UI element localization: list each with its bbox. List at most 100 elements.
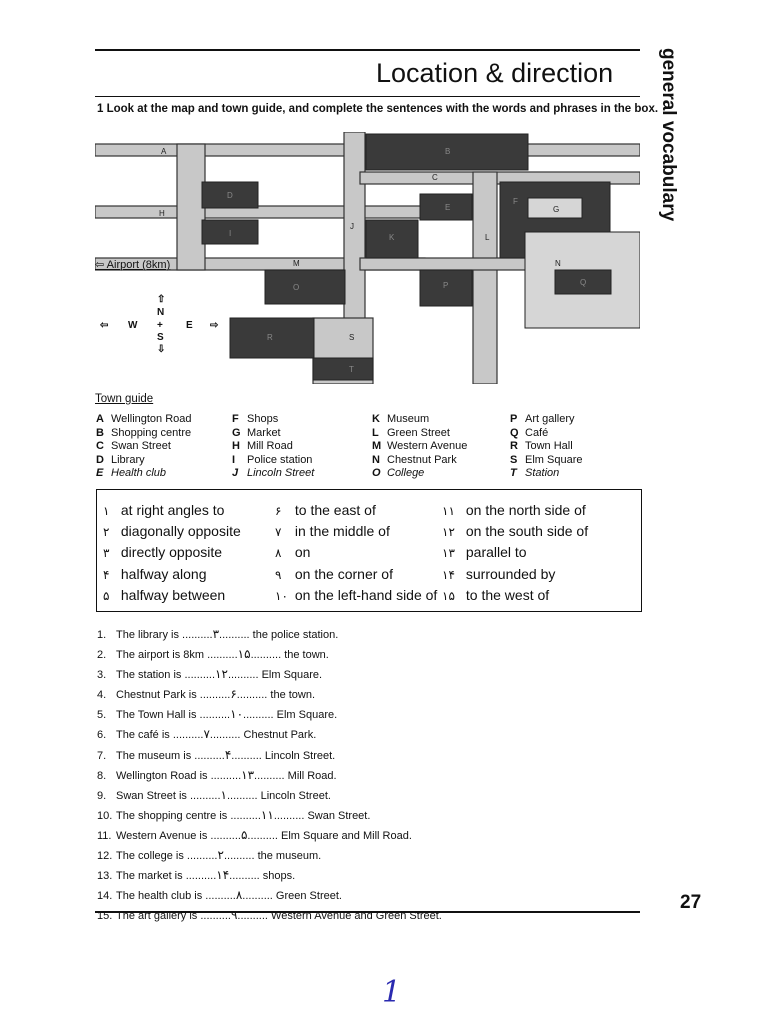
sentence-answer[interactable]: ١۴ [216,868,230,883]
sentence-answer[interactable]: ١ [220,787,227,802]
word-box-column: ١١ on the north side of ١٢ on the south s… [442,500,588,606]
compass-south: S [157,332,164,343]
map-label-f: F [513,197,518,206]
handwritten-number: ٨ [275,546,282,561]
town-guide-name: Museum [387,413,430,425]
town-guide-entry: C Swan Street [96,440,192,454]
airport-label: ⇦ Airport (8km) [95,259,171,271]
phrase-text: to the west of [465,586,550,603]
town-guide-letter: Q [510,426,519,439]
word-box-phrase: ٣ directly opposite [103,542,241,563]
town-guide-letter: K [372,413,380,425]
map-label-t: T [349,365,354,374]
map-label-a: A [161,147,167,156]
compass-north: N [157,307,165,318]
sentence-answer[interactable]: ٩ [230,908,238,923]
town-guide-letter: F [232,413,239,425]
sentence-item: 14.The health club is ..........٨.......… [97,886,442,906]
compass: ⇧ N ⇦ W + E ⇨ S ⇩ [100,294,225,356]
town-guide-letter: N [372,453,380,466]
sentence-answer[interactable]: ٢ [217,848,224,863]
sentence-answer[interactable]: ۵ [240,827,248,842]
handwritten-number: 1 [382,975,402,1010]
sentence-answer[interactable]: ٨ [235,888,243,903]
word-box-phrase: ٢ diagonally opposite [103,521,241,542]
word-box-phrase: ١٣ parallel to [442,542,588,563]
sentence-before: The airport is 8km [116,649,205,662]
sentence-answer[interactable]: ۶ [230,687,237,702]
sentence-after: Lincoln Street. [264,749,336,762]
town-guide-name: Station [525,467,560,479]
sentence-number: 11. [97,829,112,842]
sentence-answer[interactable]: ١١ [260,807,274,822]
town-guide-name: Swan Street [111,440,171,452]
town-guide-letter: I [232,453,236,466]
sentence-number: 2. [97,649,107,662]
map-label-i: I [229,229,231,238]
sentence-before: The market is [116,870,183,883]
map-label-p: P [443,281,448,290]
phrase-text: on [294,544,311,561]
sentence-item: 9.Swan Street is ..........١.......... L… [97,786,442,806]
sentence-answer[interactable]: ۴ [224,747,232,762]
map-label-n: N [555,259,561,268]
map-label-o: O [293,283,299,292]
exercise-instruction: 1 Look at the map and town guide, and co… [97,103,659,115]
arrow-right-icon: ⇨ [210,320,219,331]
sentence-after: Elm Square. [276,709,338,722]
sentence-before: The museum is [116,749,192,762]
map-label-r: R [267,333,273,342]
sentence-number: 12. [97,850,113,863]
town-guide-name: College [387,467,425,479]
town-guide-name: Police station [247,453,313,466]
town-guide-letter: P [510,413,518,425]
handwritten-number: ١ [103,504,110,518]
town-guide-name: Lincoln Street [247,467,315,479]
word-box-phrase: ٨ on [275,542,437,563]
town-guide-letter: C [96,440,104,452]
sentence-item: 13.The market is ..........١۴.......... … [97,866,442,886]
town-guide-letter: E [96,467,104,479]
town-guide-name: Western Avenue [387,440,468,452]
map-label-l: L [485,233,490,242]
building-college [264,269,346,305]
sentence-item: 7.The museum is ..........۴.......... Li… [97,746,442,766]
phrase-text: in the middle of [294,523,390,540]
town-guide-name: Green Street [387,426,450,439]
sentence-answer[interactable]: ١٢ [215,667,228,682]
map-label-q: Q [580,278,586,287]
sentence-number: 9. [97,789,107,802]
town-guide-letter: A [96,413,104,425]
phrase-text: to the east of [294,502,376,518]
town-guide-entry: S Elm Square [510,454,582,468]
sentence-after: Elm Square and Mill Road. [281,829,412,842]
sentence-after: Western Avenue and Green Street. [271,910,442,923]
compass-centre: + [157,320,163,331]
town-guide-name: Art gallery [525,413,575,425]
top-rule [95,49,640,51]
sentence-answer[interactable]: ٣ [212,627,220,641]
sentence-answer[interactable]: ١٣ [241,767,255,782]
phrase-text: on the south side of [465,523,589,540]
town-guide-name: Shopping centre [111,426,192,439]
town-guide-name: Elm Square [525,453,583,466]
word-box-phrase: ١١ on the north side of [442,500,588,521]
sentence-before: Swan Street is [116,789,187,802]
phrase-text: diagonally opposite [120,523,241,540]
sentence-item: 11.Western Avenue is ..........۵........… [97,826,442,846]
word-box-phrase: ۶ to the east of [275,500,437,521]
sentence-before: The library is [116,629,179,641]
arrow-left-icon: ⇦ [100,320,109,331]
handwritten-number: ١٢ [442,525,455,540]
word-box-phrase: ١٠ on the left-hand side of [275,585,437,606]
sentence-answer[interactable]: ١٠ [230,707,244,722]
town-guide-name: Market [247,426,281,439]
sentence-answer[interactable]: ٧ [203,727,210,742]
town-guide-letter: S [510,453,518,466]
sentence-answer[interactable]: ١۵ [237,647,251,662]
